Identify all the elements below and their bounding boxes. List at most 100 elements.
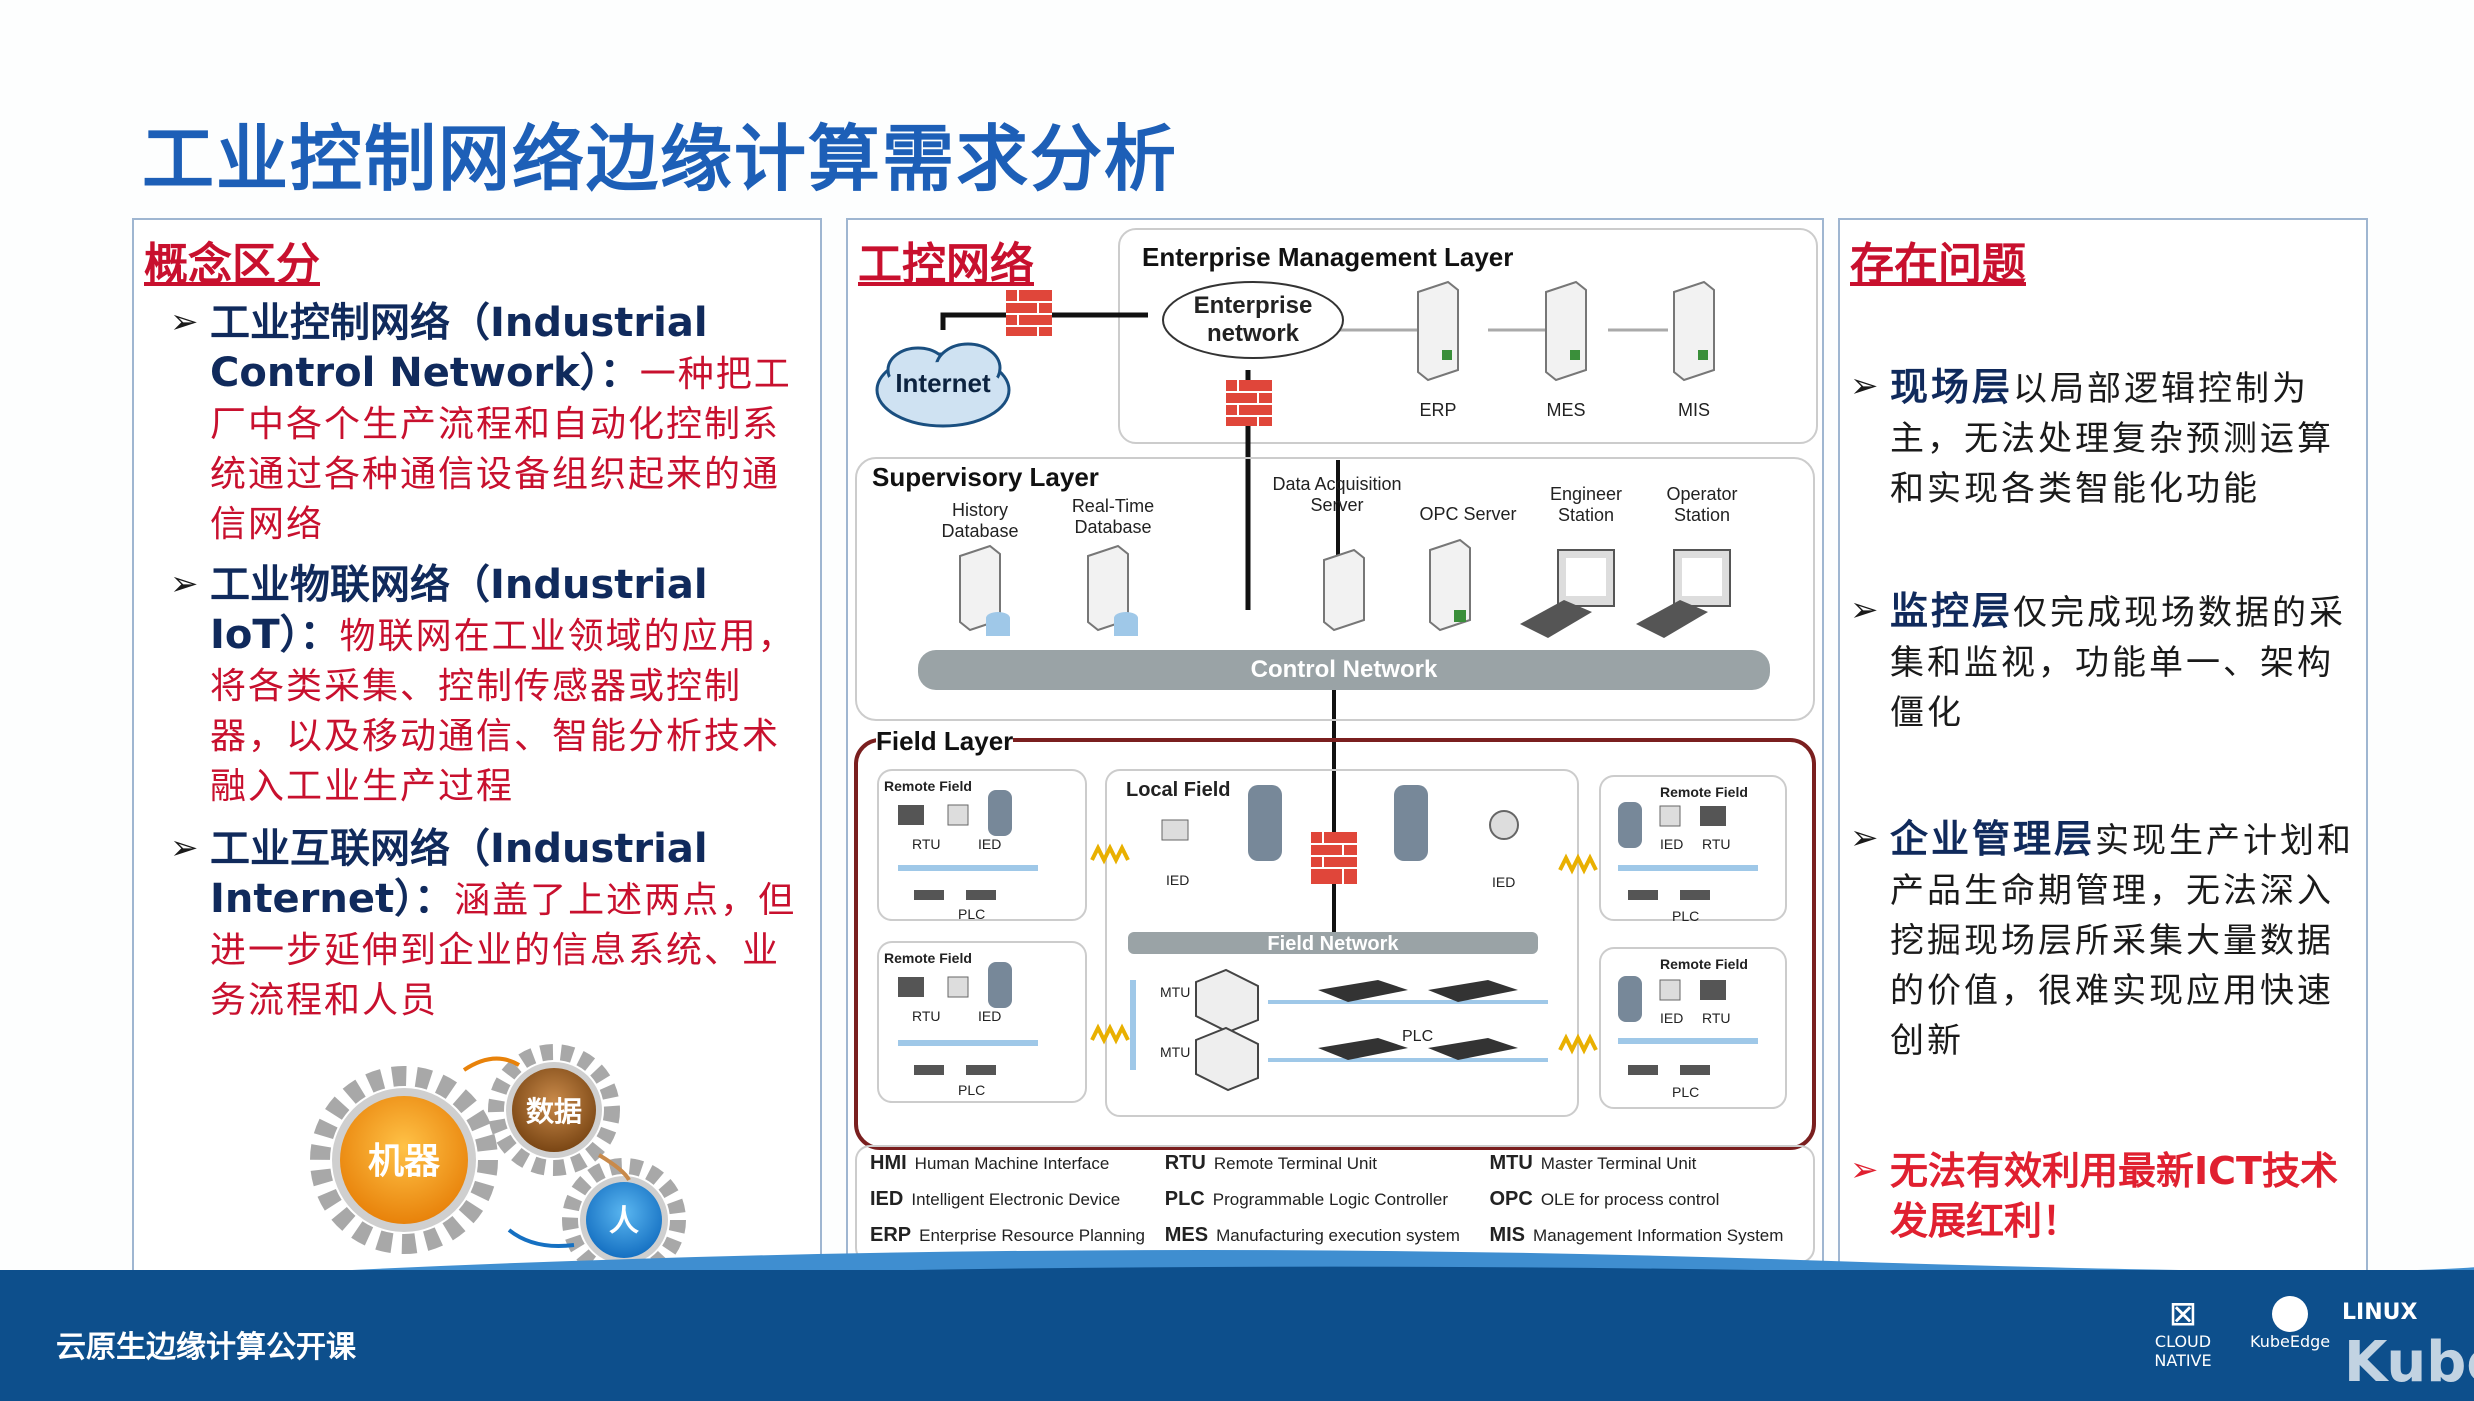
mtu-label: MTU (1160, 984, 1191, 1000)
kubeedge-icon (2272, 1296, 2308, 1332)
remote-field-box (877, 941, 1087, 1103)
remote-field-label: Remote Field (1660, 956, 1748, 972)
plc-label: PLC (958, 1082, 986, 1098)
database-icon (1087, 544, 1138, 636)
cycle-arrow-icon (597, 1153, 631, 1182)
operator-station-label: Operator Station (1666, 484, 1738, 525)
remote-field-box (877, 769, 1087, 921)
rtu-label: RTU (1702, 1010, 1731, 1026)
wireless-icon (1090, 1023, 1130, 1045)
enterprise-layer-box (1118, 228, 1818, 444)
cycle-arrow-icon (507, 1228, 575, 1248)
data-acq-server-label: Data Acquisition Server (1272, 474, 1402, 515)
mtu-device-icon (1195, 968, 1259, 1034)
arrow-bullet-icon: ➢ (1850, 590, 1879, 630)
internet-label: Internet (895, 368, 991, 398)
gear-machine-icon (310, 1066, 498, 1254)
cloud-native-logo: ⊠ CLOUD NATIVE (2128, 1296, 2238, 1370)
field-layer-box (854, 738, 1816, 1150)
footer-bar (0, 1270, 2474, 1401)
ied-label: IED (1166, 872, 1190, 888)
problem-item-text: 仅完成现场数据的采集和监视，功能单一、架构僵化 (1890, 593, 2347, 733)
concept-item-text: 涵盖了上述两点，但进一步延伸到企业的信息系统、业务流程和人员 (210, 880, 797, 1021)
concept-heading: 概念区分 (144, 239, 320, 290)
gear-people-label: 人 (609, 1204, 639, 1239)
concept-item-head: 工业控制网络（Industrial Control Network）： (210, 300, 708, 396)
erp-label: ERP (1419, 400, 1457, 420)
problem-item-text: 实现生产计划和产品生命期管理，无法深入挖掘现场层所采集大量数据的价值，很难实现应… (1890, 821, 2355, 1061)
gear-data-icon (488, 1044, 620, 1176)
mtu-label: MTU (1160, 1044, 1191, 1060)
concept-item-ics: ➢ 工业控制网络（Industrial Control Network）：一种把… (170, 298, 804, 550)
mis-label: MIS (1677, 400, 1710, 420)
wireless-icon (1558, 853, 1598, 875)
ied-label: IED (978, 1008, 1002, 1024)
rtu-label: RTU (912, 836, 941, 852)
firewall-icon (1006, 290, 1052, 336)
ics-diagram-panel: 工控网络 Enterprise Management Layer (846, 218, 1824, 1273)
gear-people-icon (562, 1158, 686, 1270)
ics-heading: 工控网络 (858, 239, 1034, 290)
ied-label: IED (1660, 836, 1684, 852)
arrow-bullet-icon: ➢ (1850, 818, 1879, 858)
concept-item-text: 物联网在工业领域的应用，将各类采集、控制传感器或控制器，以及移动通信、智能分析技… (210, 616, 796, 807)
plc-label: PLC (1672, 908, 1700, 924)
ied-label: IED (1492, 874, 1516, 890)
server-icon (1429, 538, 1471, 632)
plc-label: PLC (1672, 1084, 1700, 1100)
wireless-icon (1558, 1033, 1598, 1055)
field-layer-label: Field Layer (876, 726, 1014, 757)
cncf-icon: ⊠ (2168, 1294, 2198, 1334)
opc-server-label: OPC Server (1419, 504, 1517, 524)
server-icon (1417, 280, 1459, 382)
conclusion-text: 无法有效利用最新ICT技术发展红利！ (1890, 1149, 2338, 1243)
rtu-label: RTU (912, 1008, 941, 1024)
problem-item-text: 以局部逻辑控制为主，无法处理复杂预测运算和实现各类智能化功能 (1890, 369, 2334, 509)
database-icon (959, 544, 1010, 636)
server-icon (1545, 280, 1587, 382)
arrow-bullet-icon: ➢ (170, 302, 199, 342)
page-title: 工业控制网络边缘计算需求分析 (142, 117, 1179, 201)
footer-course-title: 云原生边缘计算公开课 (56, 1330, 356, 1365)
remote-field-box (1599, 947, 1787, 1109)
enterprise-network-label: Enterprise network (1193, 292, 1313, 347)
remote-field-box (1599, 775, 1787, 921)
concept-item-head: 工业互联网络（Industrial Internet）： (210, 826, 708, 922)
concept-item-head: 工业物联网络（Industrial IoT）： (210, 562, 708, 658)
remote-field-label: Remote Field (884, 778, 972, 794)
remote-field-label: Remote Field (1660, 784, 1748, 800)
concept-item-ii: ➢ 工业互联网络（Industrial Internet）：涵盖了上述两点，但进… (170, 824, 804, 1026)
concept-panel: 概念区分 ➢ 工业控制网络（Industrial Control Network… (132, 218, 822, 1273)
problems-panel: 存在问题 ➢ 现场层以局部逻辑控制为主，无法处理复杂预测运算和实现各类智能化功能… (1838, 218, 2368, 1273)
internet-cloud-icon (875, 342, 1011, 428)
ied-label: IED (978, 836, 1002, 852)
engineer-station-label: Engineer Station (1549, 484, 1623, 525)
concept-item-text: 一种把工厂中各个生产流程和自动化控制系统通过各种通信设备组织起来的通信网络 (210, 354, 792, 545)
wireless-icon (1090, 843, 1130, 865)
device-icons (898, 790, 1758, 1075)
arrow-bullet-icon: ➢ (1850, 366, 1879, 406)
firewall-icon (1311, 832, 1357, 884)
plc-device-icon (1318, 980, 1518, 1060)
problem-item-head: 监控层 (1890, 589, 2014, 633)
problem-item-enterprise: ➢ 企业管理层实现生产计划和产品生命期管理，无法深入挖掘现场层所采集大量数据的价… (1850, 814, 2356, 1066)
enterprise-network-node (1162, 281, 1344, 359)
arrow-bullet-icon: ➢ (170, 828, 199, 868)
concept-item-iiot: ➢ 工业物联网络（Industrial IoT）：物联网在工业领域的应用，将各类… (170, 560, 804, 812)
server-icon (1673, 280, 1715, 382)
gear-machine-label: 机器 (368, 1141, 441, 1182)
realtime-db-label: Real-Time Database (1071, 496, 1155, 537)
firewall-icon (1226, 380, 1272, 426)
kube-watermark: Kube (2344, 1330, 2474, 1395)
ics-network-diagram (854, 280, 1816, 1263)
arrow-bullet-icon: ➢ (1850, 1150, 1879, 1190)
history-db-label: History Database (941, 500, 1019, 541)
plc-label: PLC (958, 906, 986, 922)
control-network-label: Control Network (1250, 656, 1438, 683)
mes-label: MES (1546, 400, 1586, 420)
remote-field-label: Remote Field (884, 950, 972, 966)
